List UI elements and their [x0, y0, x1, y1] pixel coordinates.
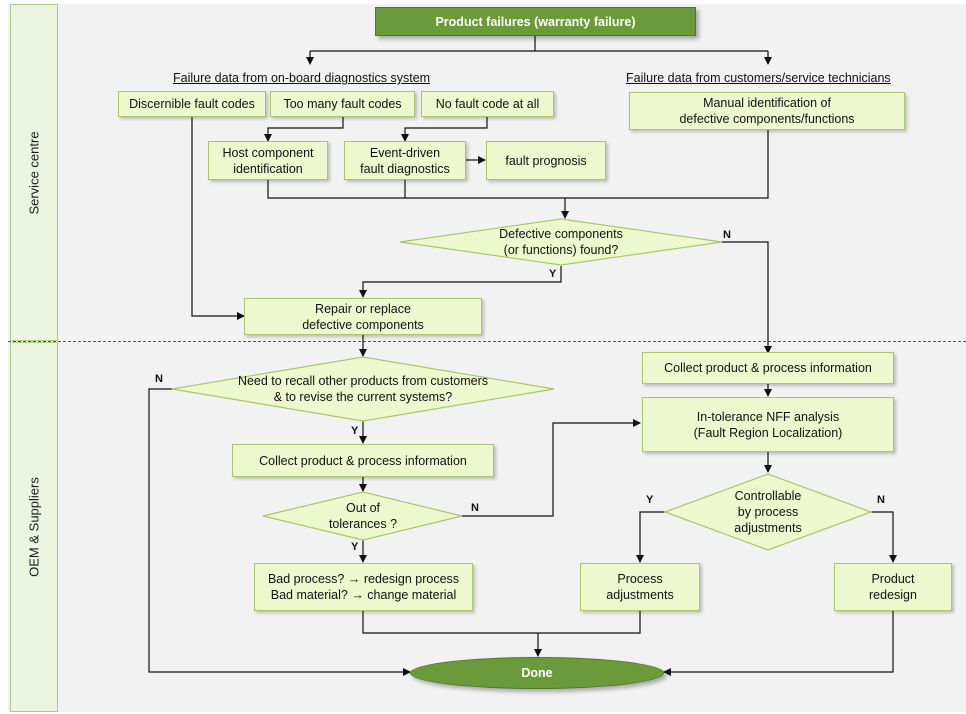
decision-defective-yes-label: Y	[549, 268, 557, 280]
decision-defective-found-shape	[399, 218, 723, 266]
manual-identification-box: Manual identification of defective compo…	[629, 92, 905, 130]
connector-decision-yes	[359, 266, 562, 298]
host-component-identification-box: Host component identification	[208, 141, 328, 180]
collect-info-right-box: Collect product & process information	[642, 352, 894, 384]
discernible-fault-codes-box: Discernible fault codes	[118, 91, 266, 117]
oem-suppliers-lane-label: OEM & Suppliers	[10, 342, 58, 712]
decision-out-of-tolerance-shape	[262, 491, 463, 541]
connector-outtol-no	[462, 419, 641, 517]
decision-defective-no-label: N	[723, 229, 731, 241]
decision-outtol-no-label: N	[471, 502, 479, 514]
repair-replace-box: Repair or replace defective components	[244, 298, 482, 335]
connector-nocode-to-event	[401, 117, 488, 142]
connector-controllable-no	[871, 511, 897, 563]
lane-divider	[8, 341, 966, 342]
decision-need-recall-shape	[171, 356, 555, 422]
decision-outtol-yes-label: Y	[351, 541, 359, 553]
decision-controllable-yes-label: Y	[646, 494, 654, 506]
bad-process-material-box: Bad process? → redesign process Bad mate…	[254, 563, 473, 611]
connector-discernible-to-repair	[191, 117, 245, 320]
fault-prognosis-box: fault prognosis	[486, 141, 606, 180]
start-node: Product failures (warranty failure)	[375, 7, 696, 36]
decision-controllable-no-label: N	[877, 494, 885, 506]
connector-merge-to-decision	[267, 130, 769, 218]
event-driven-diagnostics-box: Event-driven fault diagnostics	[344, 141, 466, 180]
connector-toomany-to-host	[264, 117, 344, 142]
customer-data-header: Failure data from customers/service tech…	[626, 71, 891, 85]
decision-recall-yes-label: Y	[351, 425, 359, 437]
connector-decision-no	[722, 241, 772, 354]
collect-info-left-box: Collect product & process information	[232, 444, 494, 477]
done-node: Done	[410, 657, 664, 689]
decision-controllable-text: Controllable by process adjustments	[734, 489, 802, 535]
product-redesign-box: Product redesign	[834, 563, 952, 611]
connector-redesign-to-done	[663, 611, 894, 676]
process-adjustments-box: Process adjustments	[580, 563, 700, 611]
onboard-diagnostics-header: Failure data from on-board diagnostics s…	[173, 71, 431, 85]
connector-recall-no	[148, 388, 411, 676]
decision-recall-no-label: N	[155, 373, 163, 385]
connector-start-split	[310, 36, 768, 52]
decision-controllable-shape	[663, 473, 873, 551]
too-many-fault-codes-box: Too many fault codes	[270, 91, 415, 117]
decision-out-of-tolerance-text: Out of tolerances ?	[328, 501, 398, 531]
nff-analysis-box: In-tolerance NFF analysis (Fault Region …	[642, 397, 894, 452]
no-fault-code-box: No fault code at all	[421, 91, 554, 117]
decision-defective-found-text: Defective components (or functions) foun…	[499, 227, 623, 257]
connector-controllable-yes	[636, 511, 665, 563]
decision-need-recall-text: Need to recall other products from custo…	[237, 374, 489, 404]
connector-bottom-merge	[362, 611, 641, 656]
service-centre-lane-label: Service centre	[10, 4, 58, 341]
